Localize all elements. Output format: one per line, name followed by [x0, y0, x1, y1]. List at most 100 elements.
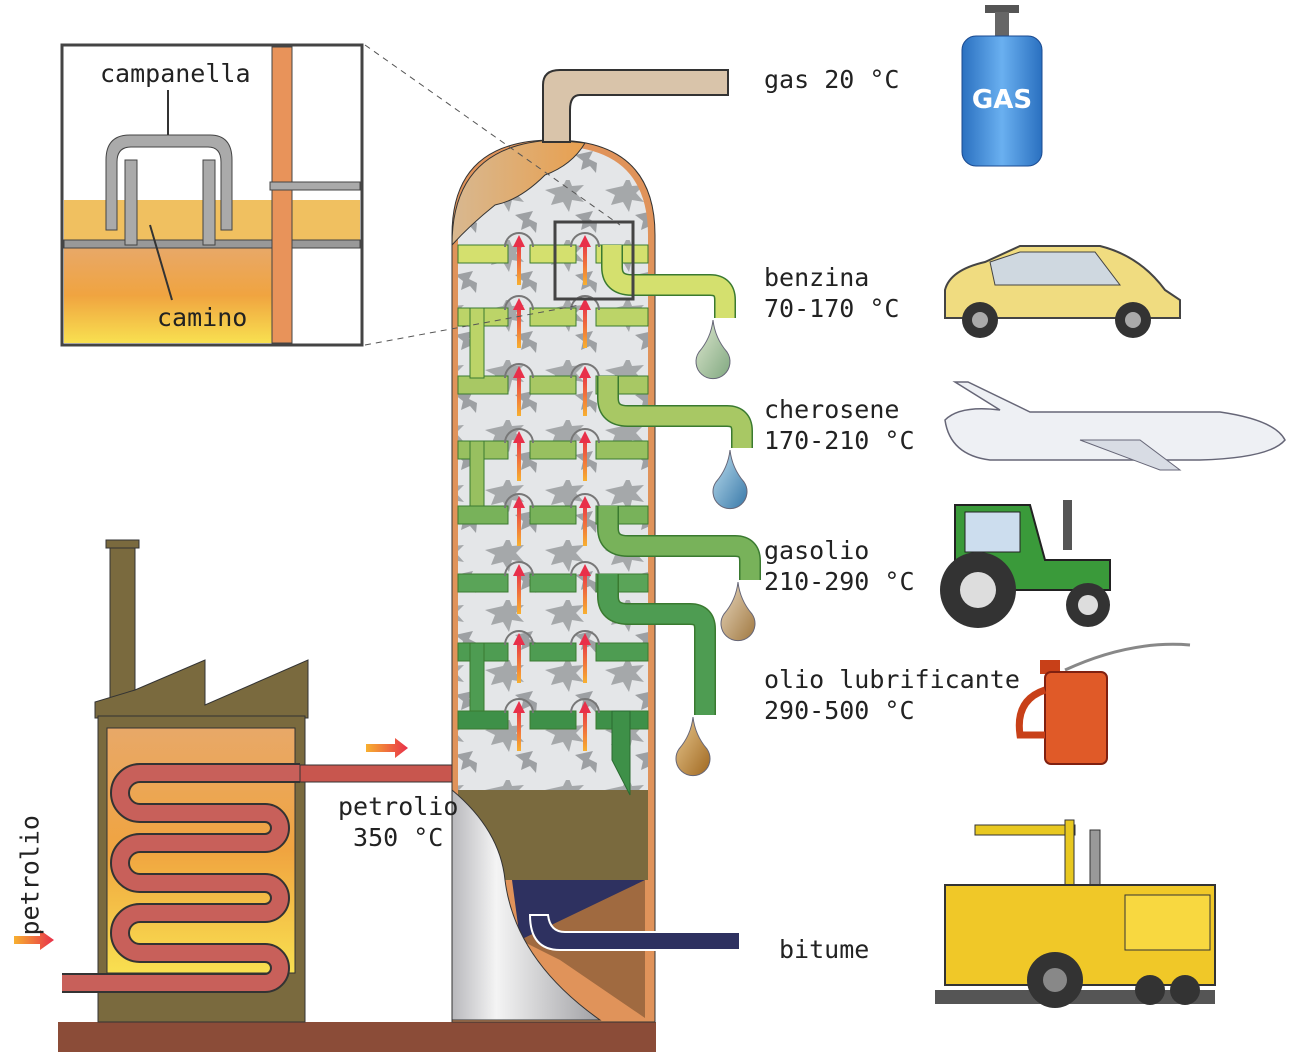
furnace: [62, 539, 455, 1023]
liquid-drop-icon: [720, 581, 756, 642]
vapor-arrow-icon: [513, 564, 525, 576]
gas-outlet-pipe: [542, 69, 729, 143]
bubble-cap: [570, 630, 600, 646]
vapor-arrow-shaft: [517, 372, 521, 416]
vapor-arrow-shaft: [517, 707, 521, 751]
vapor-arrow-icon: [513, 366, 525, 378]
tray-segment: [529, 573, 577, 593]
tray-segment: [529, 307, 577, 327]
downcomer: [469, 307, 485, 379]
vapor-arrow-shaft: [517, 437, 521, 481]
vapor-arrow-shaft: [583, 304, 587, 348]
vapor-arrow-shaft: [517, 241, 521, 285]
bubble-cap: [504, 561, 534, 577]
vapor-arrow-shaft: [583, 570, 587, 614]
column-dome-cutaway: [451, 139, 586, 247]
bubble-cap: [504, 295, 534, 311]
tray-segment: [457, 505, 509, 525]
bubble-cap: [504, 493, 534, 509]
tray-segment: [595, 307, 649, 327]
liquid-drop-icon: [675, 716, 711, 777]
downcomer: [469, 642, 485, 712]
gas-cylinder-icon: GAS: [961, 5, 1043, 167]
draw-off-pipe-cherosene: [598, 376, 752, 448]
vapor-arrow-icon: [513, 235, 525, 247]
vapor-arrow-shaft: [583, 639, 587, 683]
inset-label-campanella: campanella: [100, 59, 251, 88]
vapor-arrow-icon: [579, 235, 591, 247]
vapor-arrow-icon: [579, 366, 591, 378]
tray-segment: [529, 710, 577, 730]
tray-segment: [457, 710, 509, 730]
liquid-drop-icon: [712, 449, 748, 510]
vapor-arrow-shaft: [583, 502, 587, 546]
vapor-arrow-icon: [579, 298, 591, 310]
chimney-tube: [124, 159, 138, 246]
ground: [58, 1022, 656, 1052]
bubble-cap: [570, 428, 600, 444]
bubble-cap-inset: [60, 43, 364, 347]
vapor-arrow-icon: [513, 431, 525, 443]
vapor-arrow-icon: [579, 496, 591, 508]
road-paver-icon: [935, 819, 1216, 1008]
bubble-cap: [504, 363, 534, 379]
draw-off-pipe-gasolio: [598, 506, 760, 580]
bubble-cap: [570, 232, 600, 248]
vapor-arrow-icon: [579, 431, 591, 443]
vapor-arrow-icon: [513, 496, 525, 508]
downcomer: [611, 710, 631, 796]
inset-label-camino: camino: [157, 303, 248, 332]
bubble-cap: [504, 630, 534, 646]
tray-segment: [529, 244, 577, 264]
vapor-arrow-shaft: [583, 372, 587, 416]
bubble-cap: [570, 561, 600, 577]
vapor-arrow-shaft: [517, 304, 521, 348]
vapor-arrow-icon: [513, 701, 525, 713]
tray-segment: [457, 244, 509, 264]
fraction-label-gas: gas 20 °C: [764, 65, 900, 94]
column-skirt: [451, 788, 602, 1021]
tray-segment: [529, 642, 577, 662]
tray-segment: [457, 375, 509, 395]
airplane-icon: [944, 381, 1286, 471]
vapor-arrow-shaft: [517, 570, 521, 614]
tray-segment: [529, 440, 577, 460]
bubble-cap: [504, 428, 534, 444]
tray-segment: [529, 505, 577, 525]
bubble-cap: [504, 698, 534, 714]
draw-off-pipe-olio-lubrificante: [598, 574, 715, 715]
flow-arrow-icon: [366, 738, 408, 758]
bubble-cap: [504, 232, 534, 248]
vapor-arrow-icon: [513, 633, 525, 645]
vapor-arrow-icon: [579, 701, 591, 713]
bubble-cap: [105, 134, 233, 231]
draw-off-pipes: [597, 245, 761, 777]
draw-off-pipe-benzina: [602, 245, 735, 318]
car-icon: [944, 245, 1181, 338]
vapor-arrows: [504, 232, 600, 751]
fraction-label-bitume: bitume: [779, 935, 870, 964]
liquid-drop-icon: [695, 319, 731, 380]
vapor-arrow-shaft: [583, 241, 587, 285]
bitumen-pipe: [528, 914, 741, 951]
tractor-icon: [940, 500, 1111, 628]
feed-inlet-label: petrolio: [15, 815, 45, 936]
vapor-arrow-icon: [579, 633, 591, 645]
vapor-arrow-shaft: [583, 707, 587, 751]
vapor-arrow-icon: [513, 298, 525, 310]
bubble-cap: [570, 698, 600, 714]
tray-segment: [595, 440, 649, 460]
vapor-arrow-shaft: [583, 437, 587, 481]
tray-segment: [529, 375, 577, 395]
oil-can-icon: [1015, 642, 1191, 765]
vapor-arrow-shaft: [517, 502, 521, 546]
bubble-cap: [570, 295, 600, 311]
svg-text:GAS: GAS: [972, 85, 1032, 115]
inset-highlight-box: [553, 220, 635, 301]
